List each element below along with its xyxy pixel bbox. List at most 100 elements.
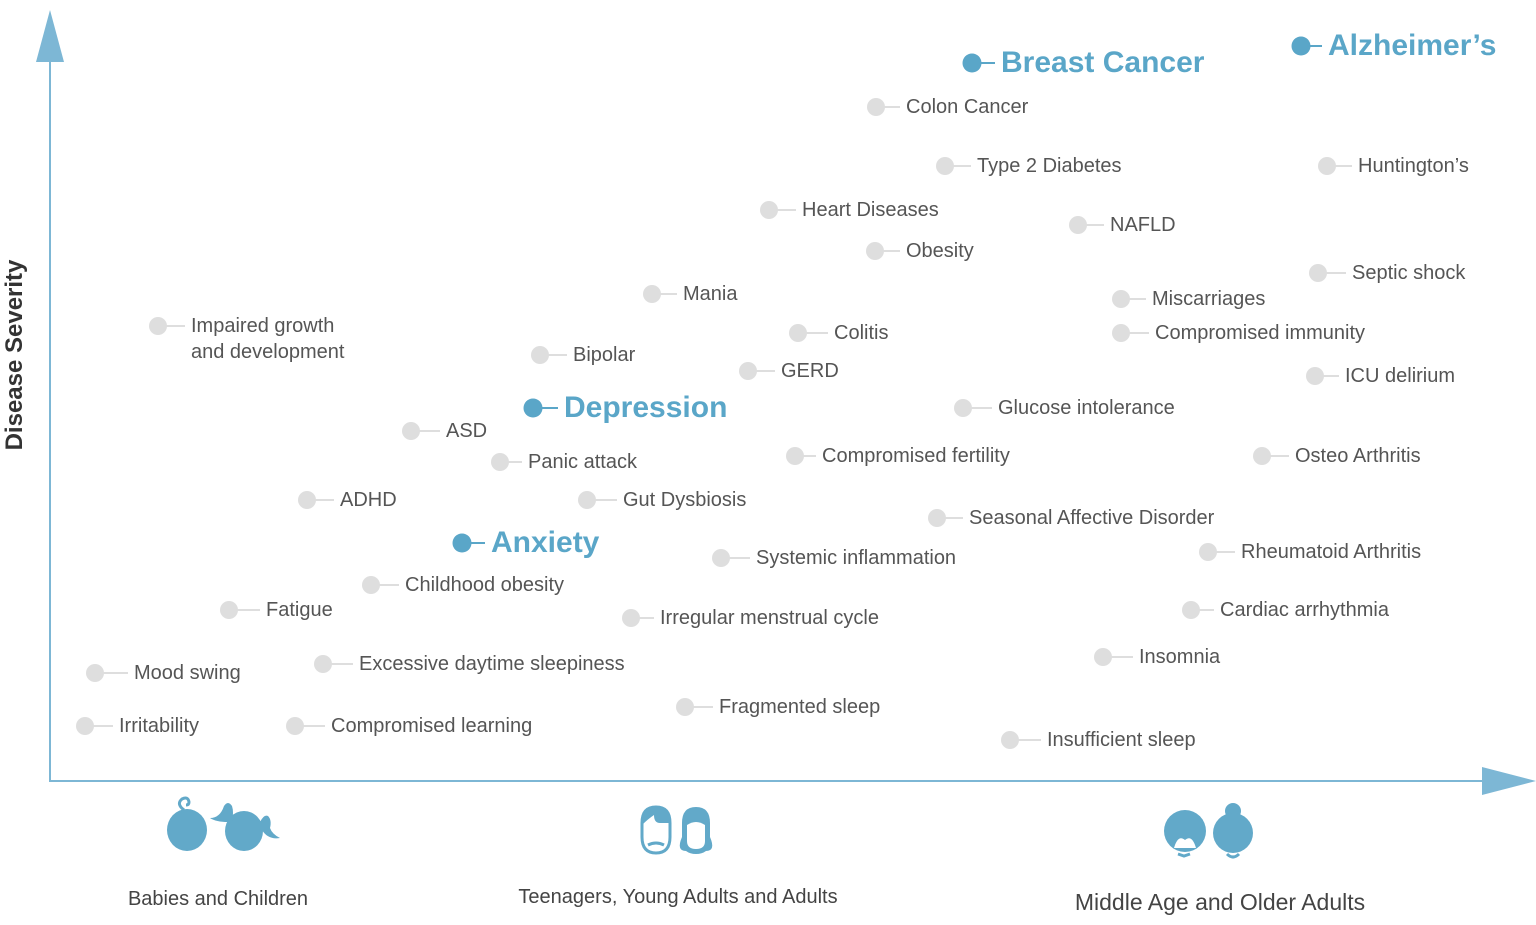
marker-dot-icon	[739, 362, 757, 380]
connector-line	[978, 62, 995, 64]
condition-label: Colitis	[834, 322, 889, 344]
marker-dot-icon	[789, 324, 807, 342]
marker-dot-icon	[531, 346, 549, 364]
condition-label: Excessive daytime sleepiness	[359, 653, 625, 675]
marker-dot-icon	[523, 398, 543, 418]
connector-line	[881, 250, 900, 252]
condition-label: Cardiac arrhythmia	[1220, 599, 1389, 621]
condition-label: Insufficient sleep	[1047, 729, 1196, 751]
y-axis-label: Disease Severity	[1, 259, 28, 451]
marker-dot-icon	[452, 533, 472, 553]
connector-line	[377, 584, 399, 586]
condition-label: Type 2 Diabetes	[977, 155, 1122, 177]
marker-dot-icon	[298, 491, 316, 509]
connector-line	[1084, 224, 1104, 226]
x-axis-arrow-icon	[1482, 767, 1536, 795]
marker-dot-icon	[962, 53, 982, 73]
marker-dot-icon	[1199, 543, 1217, 561]
connector-line	[727, 557, 750, 559]
marker-dot-icon	[1094, 648, 1112, 666]
connector-line	[506, 461, 522, 463]
x-axis	[49, 780, 1489, 782]
connector-line	[637, 617, 654, 619]
condition-label: Fragmented sleep	[719, 696, 881, 718]
connector-line	[882, 106, 900, 108]
connector-line	[754, 370, 775, 372]
age-group-label-children: Babies and Children	[127, 888, 309, 910]
condition-label: Compromised learning	[331, 715, 533, 737]
connector-line	[101, 672, 128, 674]
connector-line	[1127, 298, 1146, 300]
marker-dot-icon	[622, 609, 640, 627]
condition-label: Irritability	[119, 715, 200, 737]
condition-label: Obesity	[906, 240, 974, 262]
condition-label: Mood swing	[134, 662, 241, 684]
connector-line	[1307, 45, 1322, 47]
connector-line	[301, 725, 325, 727]
condition-label: Impaired growth and development	[191, 315, 345, 363]
connector-line	[943, 517, 963, 519]
condition-label: ICU delirium	[1345, 365, 1456, 387]
marker-dot-icon	[760, 201, 778, 219]
connector-line	[658, 293, 677, 295]
marker-dot-icon	[220, 601, 238, 619]
condition-label: Anxiety	[491, 526, 600, 559]
condition-label: Compromised fertility	[822, 445, 1010, 467]
marker-dot-icon	[149, 317, 167, 335]
connector-line	[1127, 332, 1149, 334]
marker-dot-icon	[712, 549, 730, 567]
condition-label: Huntington’s	[1358, 155, 1469, 177]
condition-label: Mania	[683, 283, 738, 305]
marker-dot-icon	[867, 98, 885, 116]
condition-label: Irregular menstrual cycle	[660, 607, 879, 629]
condition-label: GERD	[781, 360, 839, 382]
condition-label: Alzheimer’s	[1328, 29, 1497, 62]
connector-line	[1109, 656, 1133, 658]
condition-label: Septic shock	[1352, 262, 1466, 284]
marker-dot-icon	[1001, 731, 1019, 749]
condition-label: Osteo Arthritis	[1295, 445, 1421, 467]
marker-dot-icon	[866, 242, 884, 260]
connector-line	[775, 209, 796, 211]
marker-dot-icon	[954, 399, 972, 417]
connector-line	[1197, 609, 1214, 611]
connector-line	[313, 499, 334, 501]
condition-label: Miscarriages	[1152, 288, 1266, 310]
connector-line	[1268, 455, 1289, 457]
marker-dot-icon	[1069, 216, 1087, 234]
marker-dot-icon	[491, 453, 509, 471]
connector-line	[91, 725, 113, 727]
condition-label: Panic attack	[528, 451, 637, 473]
marker-dot-icon	[786, 447, 804, 465]
marker-dot-icon	[1291, 36, 1311, 56]
marker-dot-icon	[86, 664, 104, 682]
age-group-label-adults: Teenagers, Young Adults and Adults	[518, 886, 838, 908]
condition-label: NAFLD	[1110, 214, 1176, 236]
connector-line	[546, 354, 567, 356]
age-group-label-older-adults: Middle Age and Older Adults	[1074, 889, 1366, 915]
condition-label: Systemic inflammation	[756, 547, 957, 569]
marker-dot-icon	[578, 491, 596, 509]
connector-line	[1321, 375, 1339, 377]
marker-dot-icon	[1112, 324, 1130, 342]
marker-dot-icon	[314, 655, 332, 673]
marker-dot-icon	[76, 717, 94, 735]
connector-line	[417, 430, 440, 432]
connector-line	[1214, 551, 1235, 553]
marker-dot-icon	[1318, 157, 1336, 175]
marker-dot-icon	[676, 698, 694, 716]
connector-line	[804, 332, 828, 334]
connector-line	[329, 663, 353, 665]
marker-dot-icon	[1182, 601, 1200, 619]
marker-dot-icon	[1306, 367, 1324, 385]
condition-label: Colon Cancer	[906, 96, 1029, 118]
connector-line	[801, 455, 816, 457]
condition-label: Glucose intolerance	[998, 397, 1175, 419]
connector-line	[1333, 165, 1352, 167]
connector-line	[593, 499, 617, 501]
condition-label: Fatigue	[266, 599, 333, 621]
y-axis-arrow-icon	[36, 10, 64, 62]
y-axis	[49, 55, 51, 782]
condition-label: Depression	[564, 391, 728, 424]
adult-man-woman-icon	[640, 805, 713, 855]
